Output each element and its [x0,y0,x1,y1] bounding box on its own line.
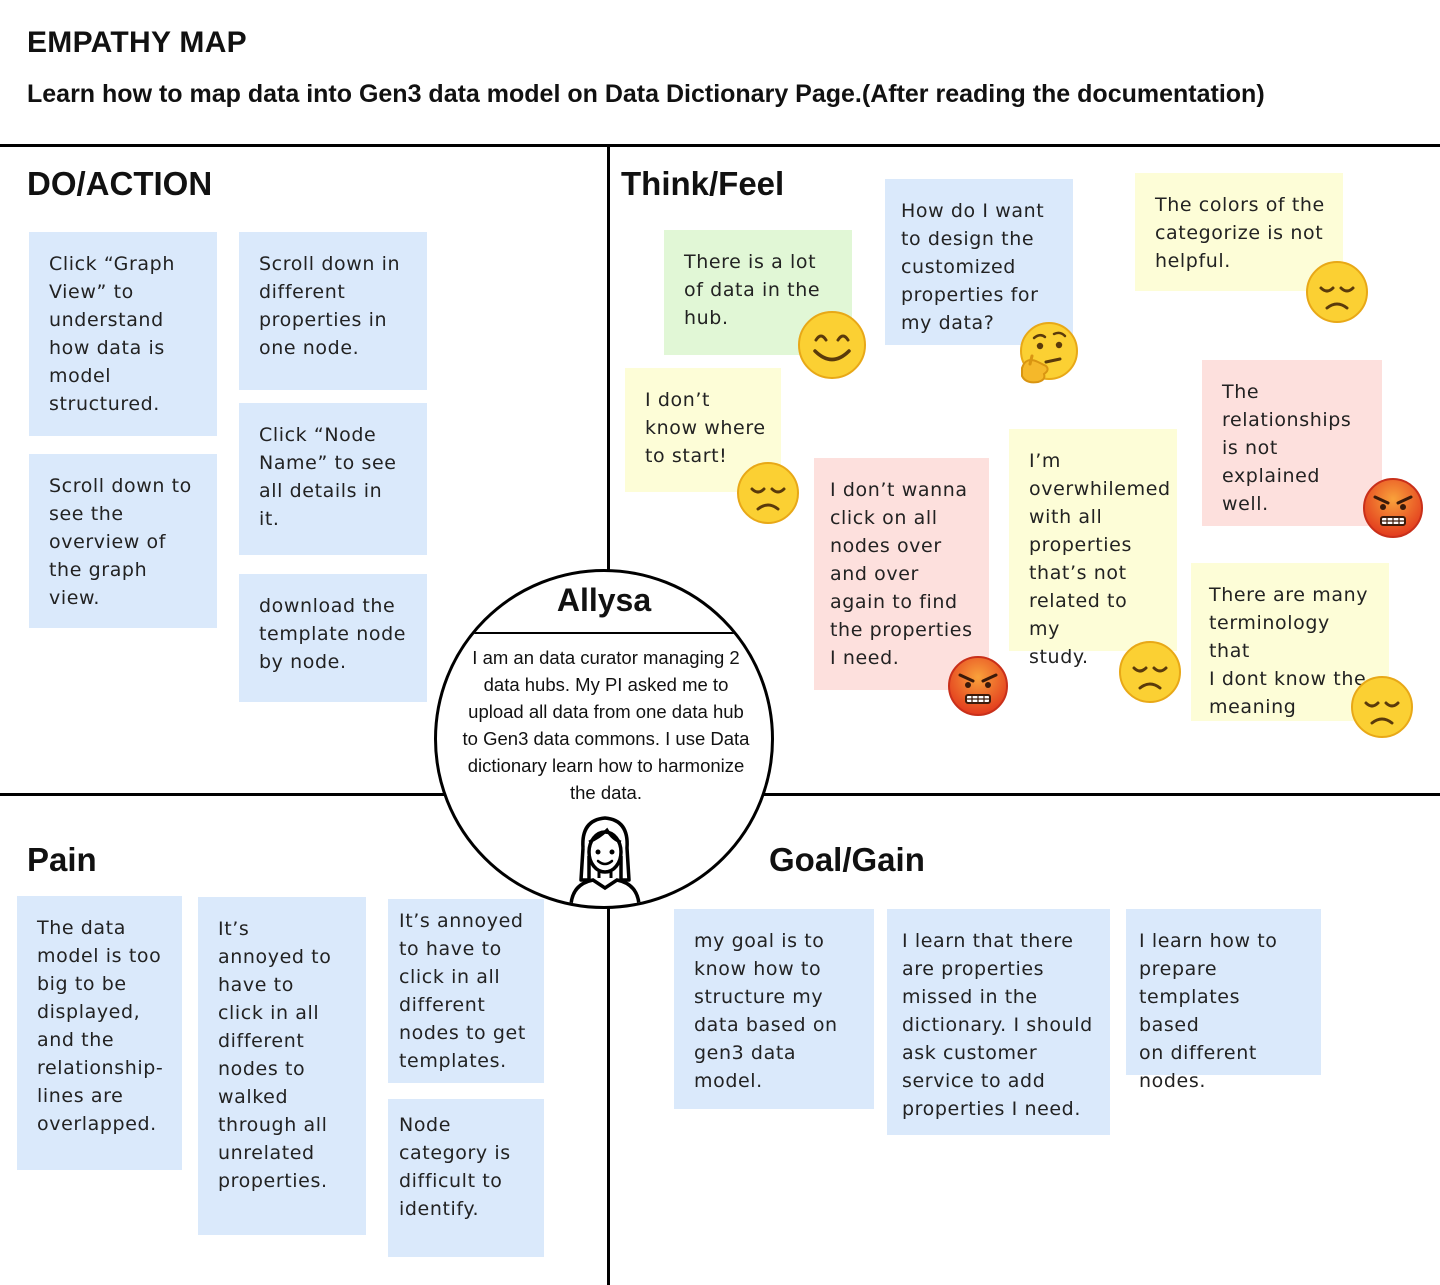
sticky-note: It’s annoyed to have to click in all dif… [388,899,544,1083]
sticky-note: It’s annoyed to have to click in all dif… [198,897,366,1235]
sticky-note: Click “Graph View” to understand how dat… [29,232,217,436]
page-title: EMPATHY MAP [27,26,247,59]
sad-emoji-icon [737,462,799,524]
woman-avatar-icon [569,816,641,904]
sad-emoji-icon [1119,641,1181,703]
sticky-note: How do I want to design the customized p… [885,179,1073,345]
sticky-note: Scroll down in different properties in o… [239,232,427,390]
persona-name: Allysa [556,582,652,618]
sticky-note: Scroll down to see the overview of the g… [29,454,217,628]
think-feel-title: Think/Feel [621,165,785,202]
sticky-note: Node category is difficult to identify. [388,1099,544,1257]
sticky-note: download the template node by node. [239,574,427,702]
persona-divider [437,632,771,634]
sticky-note: The data model is too big to be displaye… [17,896,182,1170]
sticky-note: I learn that there are properties missed… [887,909,1110,1135]
sticky-note: The colors of the categorize is not help… [1135,173,1343,291]
sad-emoji-icon [1306,261,1368,323]
goal-gain-title: Goal/Gain [769,841,925,878]
top-divider [0,144,1440,147]
sad-emoji-icon [1351,676,1413,738]
thinking-emoji-icon [1020,322,1078,384]
sticky-note: Click “Node Name” to see all details in … [239,403,427,555]
smile-emoji-icon [798,311,866,379]
angry-emoji-icon [948,656,1008,716]
angry-emoji-icon [1363,478,1423,538]
sticky-note: my goal is to know how to structure my d… [674,909,874,1109]
sticky-note: I don’t wanna click on all nodes over an… [814,458,989,690]
sticky-note: I learn how to prepare templates based o… [1126,909,1321,1092]
sticky-note: The relationships is not explained well. [1202,360,1382,526]
sticky-note: There is a lot of data in the hub. [664,230,852,355]
pain-title: Pain [27,841,97,878]
sticky-note: I’m overwhilemed with all properties tha… [1009,429,1177,668]
persona-card: Allysa I am an data curator managing 2 d… [434,569,774,909]
persona-bio: I am an data curator managing 2 data hub… [462,647,750,803]
do-action-title: DO/ACTION [27,165,213,202]
page-subtitle: Learn how to map data into Gen3 data mod… [27,80,1265,108]
